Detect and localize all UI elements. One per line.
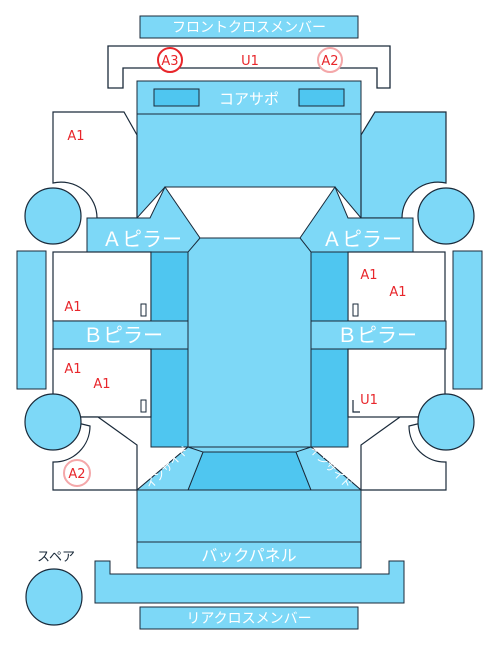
rear-cross-member-panel[interactable]: [139, 606, 359, 630]
b-pillar-right[interactable]: [306, 320, 447, 350]
front-cross-member-label: フロントクロスメンバー: [172, 20, 326, 36]
damage-code-front-right-door-2: A1: [389, 285, 406, 300]
wheel-front-right[interactable]: [417, 187, 475, 245]
trunk-lid-panel[interactable]: [136, 489, 362, 543]
damage-code-front-right: A2: [321, 54, 338, 69]
damage-code-front-left-fender: A1: [67, 129, 84, 144]
damage-code-front-right-door-1: A1: [360, 268, 377, 283]
spare-tire[interactable]: [25, 568, 83, 626]
left-side-sill[interactable]: [16, 250, 47, 390]
damage-circle-faint: [317, 47, 343, 73]
wheel-rear-left[interactable]: [24, 393, 82, 451]
front-right-door-handle: [352, 303, 359, 317]
headlight-left[interactable]: [153, 88, 200, 107]
wheel-front-left[interactable]: [24, 187, 82, 245]
damage-code-front-left: A3: [161, 54, 178, 69]
back-panel[interactable]: [136, 541, 362, 569]
spare-label: スペア: [37, 550, 75, 565]
damage-code-rear-left-door-2: A1: [93, 377, 110, 392]
damage-code-rear-left-door-1: A1: [64, 362, 81, 377]
rear-cross-member-label: リアクロスメンバー: [186, 611, 311, 627]
wheel-rear-right[interactable]: [417, 393, 475, 451]
damage-circle-strong: [157, 47, 183, 73]
damage-code-front-center: U1: [241, 54, 259, 69]
front-left-door-handle: [140, 303, 147, 317]
a-pillar-right-label: Ａピラー: [322, 227, 402, 251]
rear-bumper[interactable]: [94, 560, 405, 604]
core-support-label: コアサポ: [219, 90, 279, 108]
front-right-door[interactable]: [347, 251, 446, 322]
right-side-sill[interactable]: [452, 250, 483, 390]
b-pillar-right-label: Ｂピラー: [337, 323, 417, 347]
front-left-door[interactable]: [52, 251, 152, 322]
a-pillar-left-label: Ａピラー: [102, 227, 182, 251]
damage-code-front-left-door: A1: [64, 300, 81, 315]
damage-code-rear-right-door: U1: [360, 393, 378, 408]
damage-circle-faint: [63, 459, 91, 487]
back-panel-label: バックパネル: [201, 546, 296, 565]
headlight-right[interactable]: [298, 88, 345, 107]
front-cross-member-panel[interactable]: [139, 15, 359, 39]
rear-right-door-handle: [352, 400, 360, 413]
rear-right-quarter[interactable]: [360, 416, 447, 491]
trunk-inner[interactable]: [187, 451, 312, 491]
roof-panel[interactable]: [187, 237, 312, 448]
damage-code-rear-left-quarter: A2: [68, 467, 85, 482]
rear-left-door-handle: [140, 399, 147, 413]
b-pillar-left-label: Ｂピラー: [83, 323, 163, 347]
